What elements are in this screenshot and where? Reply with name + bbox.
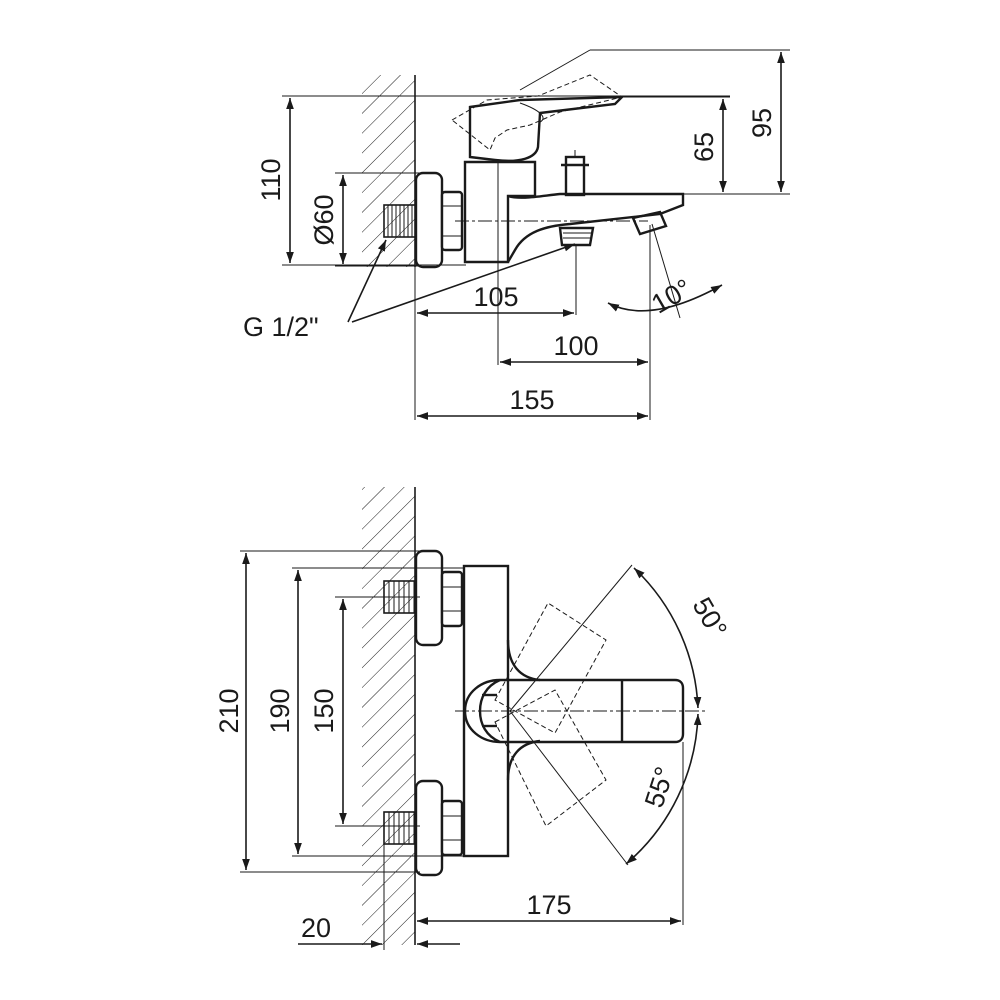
dim-210-label: 210 bbox=[214, 688, 244, 733]
dim-110-label: 110 bbox=[256, 158, 286, 201]
thread-label: G 1/2" bbox=[243, 312, 319, 342]
connection-lower-front bbox=[383, 779, 464, 877]
dim-175-label: 175 bbox=[526, 890, 571, 920]
dim-65-label: 65 bbox=[689, 132, 719, 162]
diverter-top bbox=[561, 150, 589, 197]
connection-upper-front bbox=[383, 549, 464, 647]
wall-section-front bbox=[362, 487, 416, 945]
dim-95-label: 95 bbox=[747, 108, 777, 138]
handle-top bbox=[451, 74, 625, 162]
dim-20-label: 20 bbox=[301, 913, 331, 943]
angle-50-label: 50° bbox=[687, 592, 733, 642]
thread-leader bbox=[347, 239, 576, 323]
dim-100-label: 100 bbox=[553, 331, 598, 361]
dim-150-label: 150 bbox=[309, 688, 339, 733]
wall-section-top bbox=[362, 75, 416, 267]
thread-pipe-top bbox=[383, 204, 418, 238]
aerator-top bbox=[631, 210, 668, 236]
dim-190-label: 190 bbox=[265, 688, 295, 733]
shower-outlet-top bbox=[558, 226, 595, 247]
top-view: 110 Ø60 65 95 105 100 155 10° G 1/2" bbox=[243, 49, 790, 420]
front-view: 210 190 150 175 20 50° 55° bbox=[214, 487, 733, 950]
dim-d60-label: Ø60 bbox=[309, 194, 339, 245]
angle-10-label: 10° bbox=[646, 273, 696, 319]
dim-155-label: 155 bbox=[509, 385, 554, 415]
escutcheon-top bbox=[414, 171, 464, 269]
dim-105-label: 105 bbox=[473, 282, 518, 312]
